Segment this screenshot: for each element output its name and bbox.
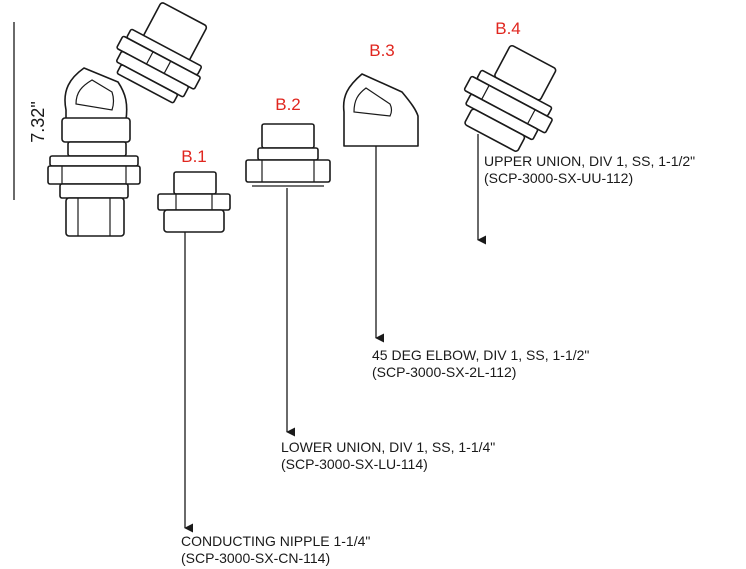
part-b4-tag: B.4 bbox=[495, 19, 521, 38]
part-b1-part-number: (SCP-3000-SX-CN-114) bbox=[181, 550, 330, 566]
part-b1-description: CONDUCTING NIPPLE 1-1/4" bbox=[181, 533, 370, 549]
part-b2-description: LOWER UNION, DIV 1, SS, 1-1/4" bbox=[281, 439, 495, 455]
part-b1-tag: B.1 bbox=[181, 147, 207, 166]
part-b3-tag: B.3 bbox=[369, 41, 395, 60]
part-b4-upper-union: B.4 UPPER UNION, DIV 1, SS, 1-1/2" (SCP-… bbox=[463, 19, 695, 245]
dimension-marker: 7.32" bbox=[13, 22, 48, 200]
part-b2-part-number: (SCP-3000-SX-LU-114) bbox=[281, 456, 428, 472]
dimension-label: 7.32" bbox=[28, 101, 48, 142]
part-b3-description: 45 DEG ELBOW, DIV 1, SS, 1-1/2" bbox=[372, 347, 589, 363]
part-b3-45-deg-elbow: B.3 45 DEG ELBOW, DIV 1, SS, 1-1/2" (SCP… bbox=[342, 41, 589, 380]
part-b3-part-number: (SCP-3000-SX-2L-112) bbox=[372, 364, 516, 380]
part-b2-tag: B.2 bbox=[275, 95, 301, 114]
part-b1-conducting-nipple: B.1 CONDUCTING NIPPLE 1-1/4" (SCP-3000-S… bbox=[157, 147, 370, 566]
part-b2-lower-union: B.2 LOWER UNION, DIV 1, SS, 1-1/4" (SCP-… bbox=[245, 95, 495, 472]
part-b4-description: UPPER UNION, DIV 1, SS, 1-1/2" bbox=[484, 153, 695, 169]
part-b4-part-number: (SCP-3000-SX-UU-112) bbox=[484, 170, 633, 186]
assembled-fitting bbox=[47, 2, 208, 237]
